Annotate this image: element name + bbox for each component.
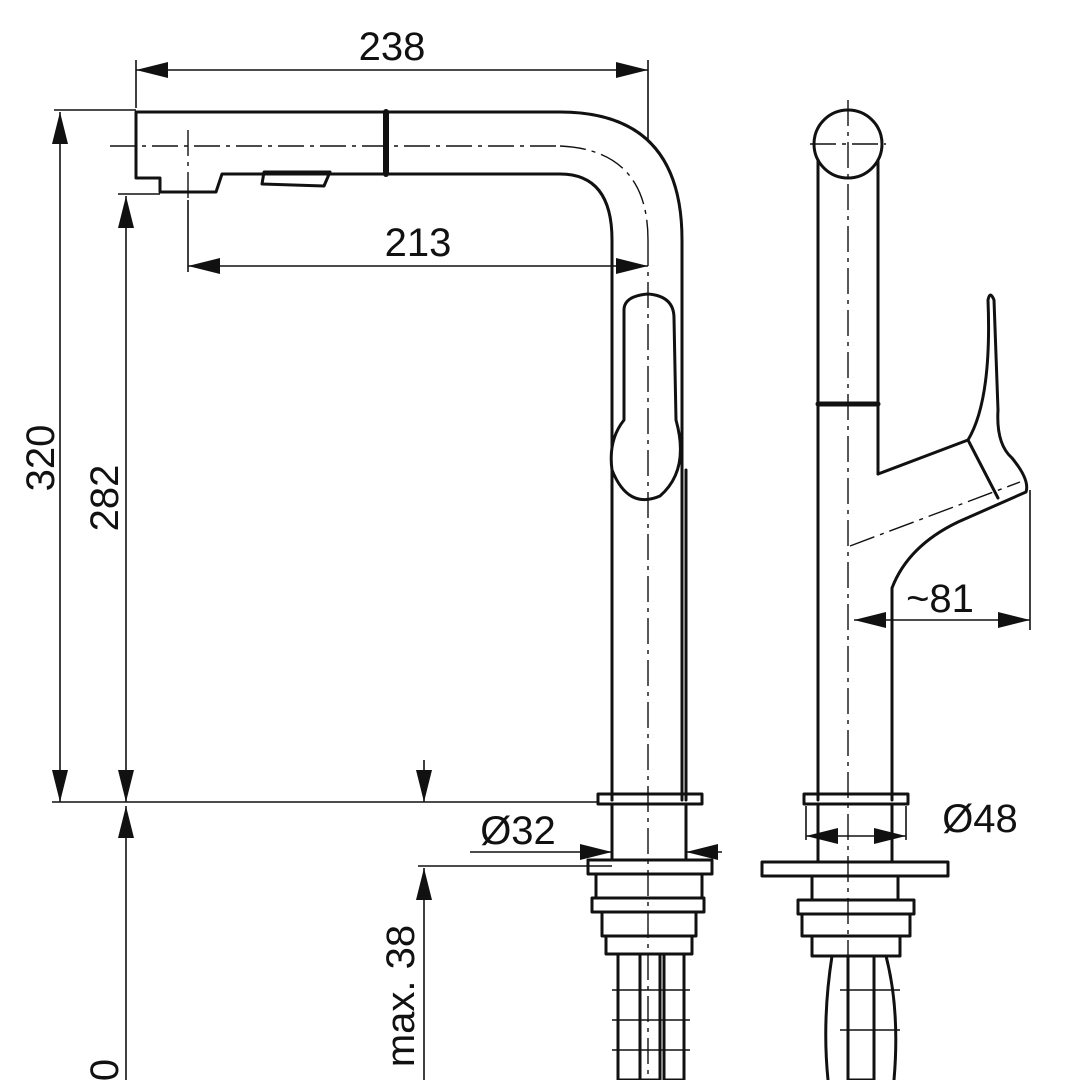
total-height-label: 320 [19, 425, 63, 492]
base-diameter-label: Ø32 [480, 809, 556, 853]
dimension-base-diameter: Ø32 [470, 809, 722, 860]
dimension-spout-reach: 213 [187, 200, 648, 274]
front-hoses [824, 954, 900, 1080]
spout-arc [384, 110, 684, 802]
handle-reach-label: ~81 [906, 577, 974, 621]
side-base [586, 792, 714, 956]
dimension-rosette-diameter: Ø48 [805, 797, 1018, 844]
dimension-lower-left: 0 [83, 806, 134, 1080]
dimension-max-thickness: max. 38 [379, 760, 612, 1080]
front-view [760, 100, 1029, 1080]
dimension-total-height: 320 [19, 109, 136, 802]
dimension-handle-reach: ~81 [854, 490, 1031, 630]
spout-reach-label: 213 [385, 221, 452, 265]
max-thickness-label: max. 38 [379, 925, 423, 1067]
front-base [760, 792, 950, 958]
side-hoses [612, 952, 690, 1080]
rosette-diameter-label: Ø48 [942, 797, 1018, 841]
spout-head [134, 109, 389, 194]
cut-off-value-label: 0 [83, 1059, 127, 1080]
overall-reach-label: 238 [359, 25, 426, 69]
dimension-spout-height: 282 [83, 193, 160, 802]
dimension-overall-reach: 238 [135, 25, 649, 140]
spout-height-label: 282 [83, 465, 127, 532]
side-view [110, 109, 714, 1080]
lever-handle [609, 292, 682, 502]
